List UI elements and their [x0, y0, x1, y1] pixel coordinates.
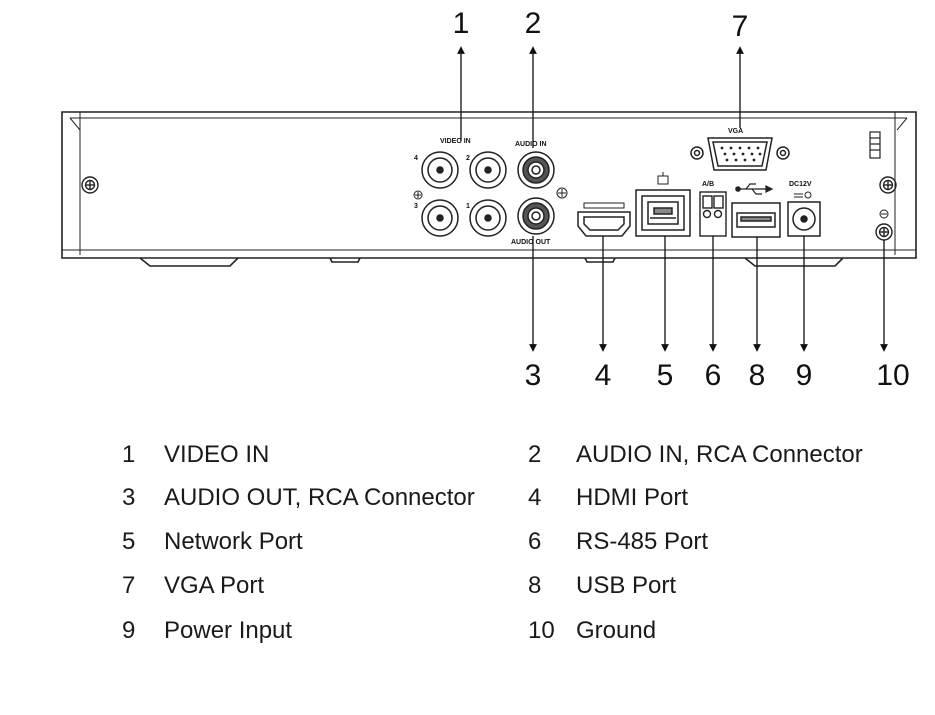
- legend-text: Ground: [576, 617, 657, 644]
- audio-out-label: AUDIO OUT: [511, 239, 551, 246]
- vga-label: VGA: [728, 128, 743, 135]
- legend-text: HDMI Port: [576, 484, 689, 511]
- audio-in-rca-connector[interactable]: [517, 151, 555, 189]
- video-ch4-label: 4: [414, 155, 418, 162]
- callout-2: 2: [525, 7, 542, 40]
- callout-5: 5: [657, 359, 674, 392]
- ground-icon: [879, 209, 889, 219]
- legend-number: 7: [122, 572, 136, 599]
- legend-text: Network Port: [164, 528, 303, 555]
- hdmi-logo-icon: [583, 202, 625, 209]
- callout-9: 9: [796, 359, 813, 392]
- audio-screw-icon: [556, 187, 568, 199]
- legend-number: 4: [528, 484, 542, 511]
- right-screw-icon: [879, 176, 897, 194]
- callout-10: 10: [876, 359, 909, 392]
- video-ch1-label: 1: [466, 203, 470, 210]
- ground-screw[interactable]: [875, 223, 893, 241]
- video-in-bnc-group[interactable]: [421, 151, 507, 237]
- callout-3: 3: [525, 359, 542, 392]
- callout-6: 6: [705, 359, 722, 392]
- legend-number: 9: [122, 617, 136, 644]
- legend-number: 10: [528, 617, 555, 644]
- vga-port[interactable]: [690, 137, 790, 171]
- legend-text: AUDIO OUT, RCA Connector: [164, 484, 475, 511]
- vent-icon: [869, 131, 881, 159]
- video-ch2-label: 2: [466, 155, 470, 162]
- callout-8: 8: [749, 359, 766, 392]
- legend-text: Power Input: [164, 617, 293, 644]
- network-icon: [657, 172, 669, 185]
- rs485-ab-label: A/B: [702, 181, 714, 188]
- audio-in-label: AUDIO IN: [515, 141, 547, 148]
- legend-number: 8: [528, 572, 542, 599]
- legend-number: 3: [122, 484, 136, 511]
- usb-port[interactable]: [731, 202, 781, 238]
- legend-text: RS-485 Port: [576, 528, 709, 555]
- chassis: [61, 111, 917, 267]
- legend-number: 2: [528, 441, 542, 468]
- polarity-icon: [794, 191, 812, 199]
- dc12v-label: DC12V: [789, 181, 812, 188]
- legend-number: 5: [122, 528, 136, 555]
- legend-number: 1: [122, 441, 136, 468]
- callout-7: 7: [732, 10, 749, 43]
- left-screw-icon: [81, 176, 99, 194]
- video-ch3-label: 3: [414, 203, 418, 210]
- hdmi-port[interactable]: [577, 211, 631, 237]
- rs485-port[interactable]: [699, 191, 727, 237]
- callout-1: 1: [453, 7, 470, 40]
- callout-leaders: [457, 46, 888, 352]
- legend-number: 6: [528, 528, 542, 555]
- legend-text: VIDEO IN: [164, 441, 270, 468]
- legend-text: VGA Port: [164, 572, 265, 599]
- callout-4: 4: [595, 359, 612, 392]
- legend-text: AUDIO IN, RCA Connector: [576, 441, 863, 468]
- usb-icon: [735, 183, 774, 195]
- power-input-port[interactable]: [787, 201, 821, 237]
- video-screw-icon: [413, 190, 423, 200]
- network-port[interactable]: [635, 189, 691, 237]
- video-in-label: VIDEO IN: [440, 138, 471, 145]
- legend-text: USB Port: [576, 572, 677, 599]
- rear-panel-diagram: VIDEO IN 4 2 3 1 AUDIO IN AUDIO OUT: [61, 7, 917, 392]
- vga-pins: [720, 146, 762, 162]
- audio-out-rca-connector[interactable]: [517, 197, 555, 235]
